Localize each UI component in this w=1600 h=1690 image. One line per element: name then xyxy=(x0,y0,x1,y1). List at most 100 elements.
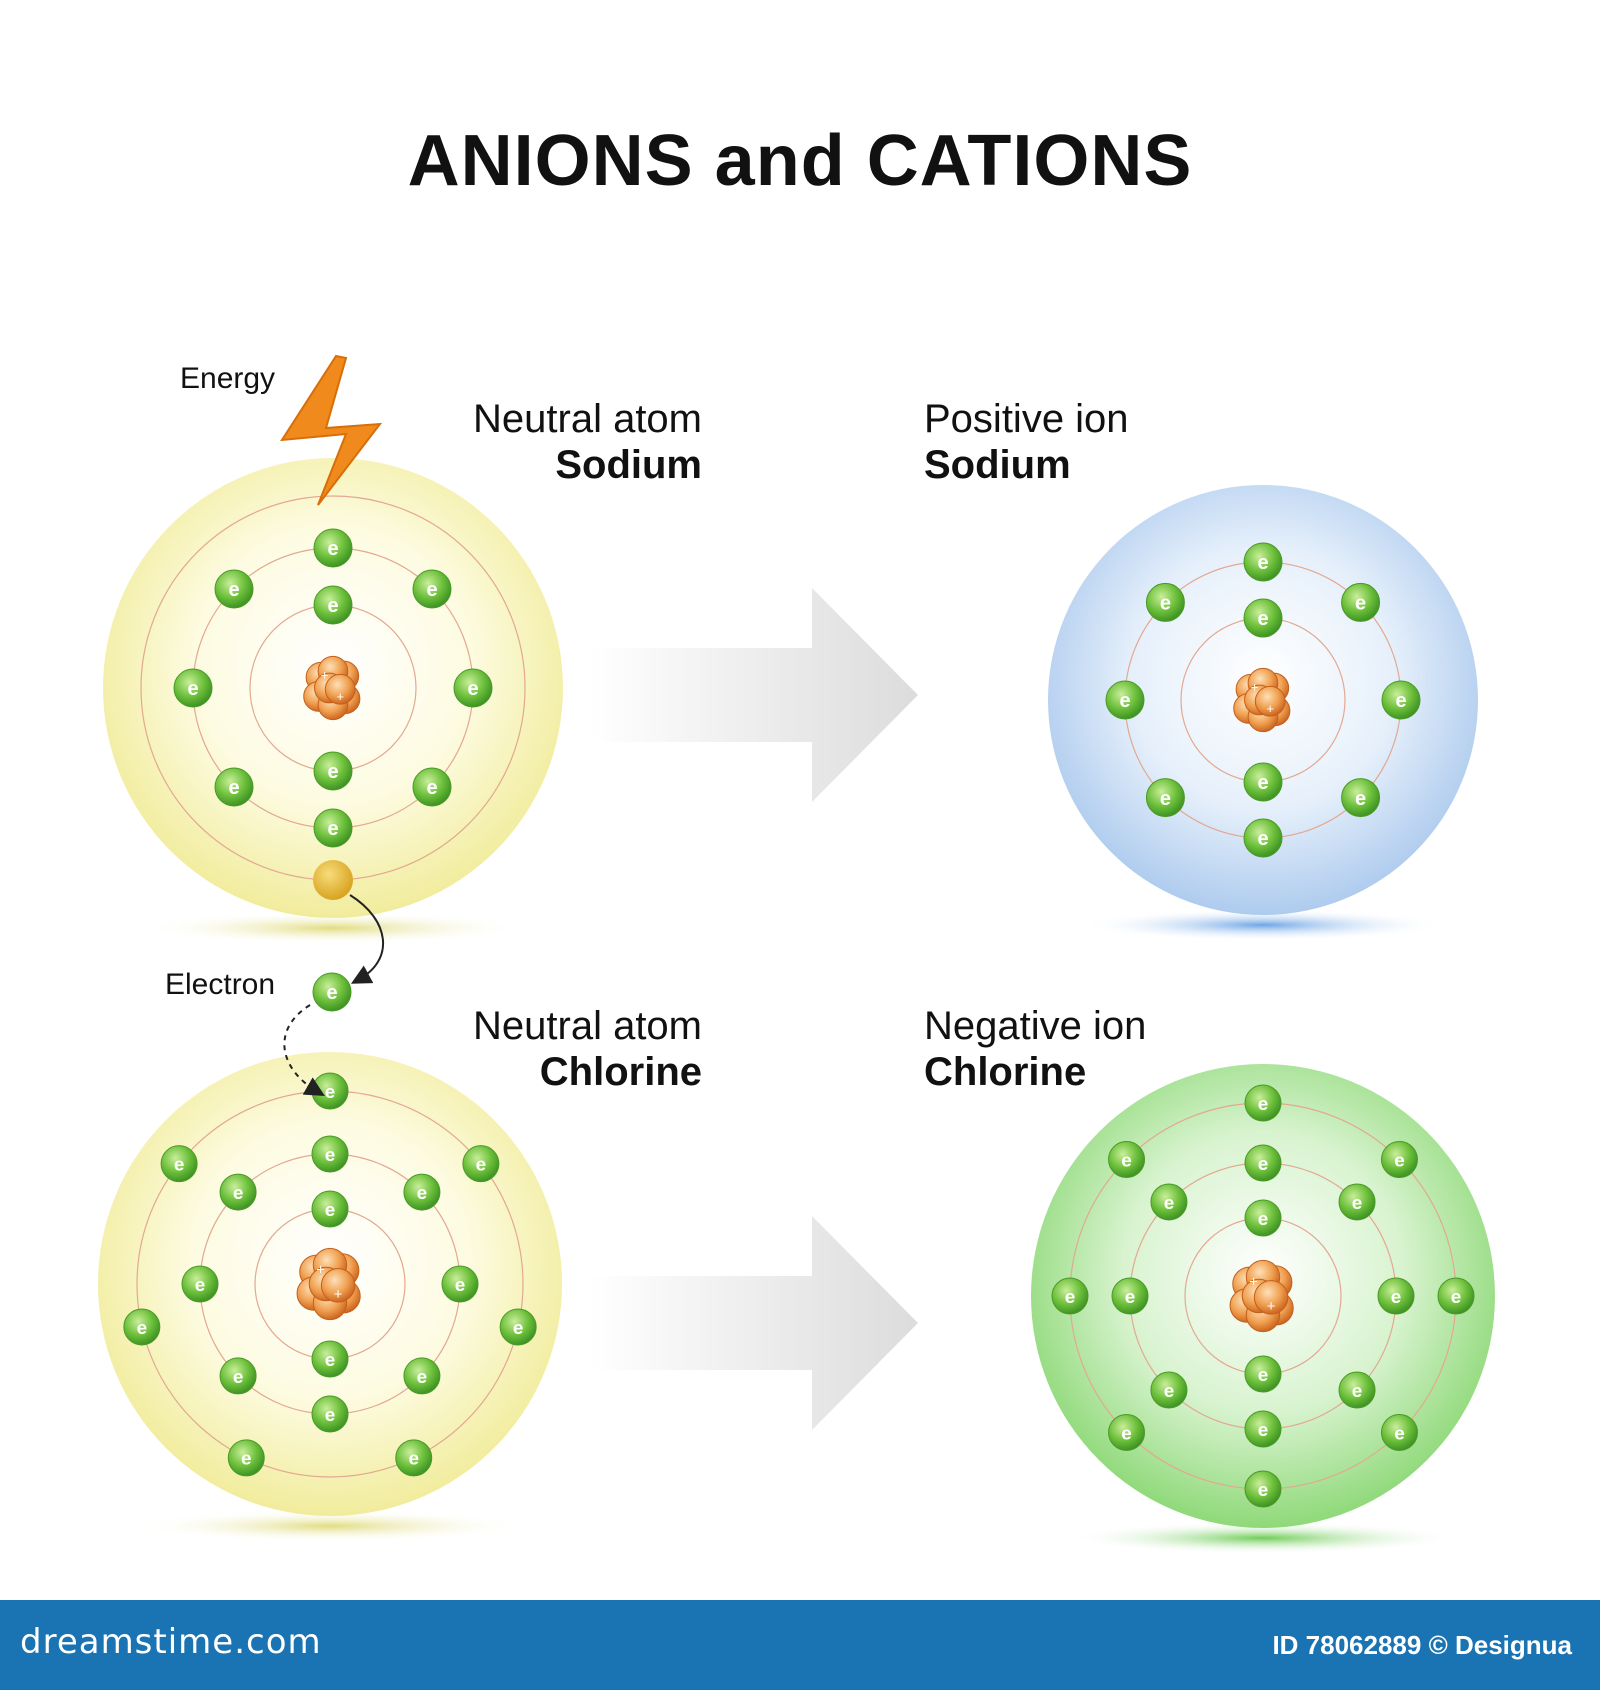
svg-text:e: e xyxy=(325,1200,336,1221)
svg-text:e: e xyxy=(1121,1423,1132,1444)
svg-text:e: e xyxy=(327,761,338,783)
electron-particle: e xyxy=(219,1357,257,1395)
nucleus: ++ xyxy=(303,655,361,721)
svg-text:e: e xyxy=(408,1449,419,1470)
electron-particle: e xyxy=(412,767,452,807)
svg-text:e: e xyxy=(241,1449,252,1470)
electron-capture-path xyxy=(283,1004,325,1097)
chlorine-ion-label: Negative ion Chlorine xyxy=(924,1003,1324,1095)
electron-particle: e xyxy=(312,972,352,1012)
svg-text:e: e xyxy=(233,1367,244,1388)
svg-text:e: e xyxy=(325,1145,336,1166)
sodium-ion-element: Sodium xyxy=(924,443,1071,487)
electron-particle: e xyxy=(311,1395,349,1433)
svg-text:e: e xyxy=(1164,1193,1175,1214)
svg-text:+: + xyxy=(1266,701,1274,716)
chlorine-atom-label: Neutral atom Chlorine xyxy=(380,1003,702,1095)
electron-particle: e xyxy=(1150,1183,1188,1221)
electron-particle: e xyxy=(160,1145,198,1183)
nucleus: ++ xyxy=(296,1247,361,1321)
electron-particle: e xyxy=(313,528,353,568)
svg-text:+: + xyxy=(334,1287,343,1303)
svg-text:e: e xyxy=(1121,1150,1132,1171)
sodium-ion-state: Positive ion xyxy=(924,397,1129,441)
electron-particle: e xyxy=(181,1265,219,1303)
free-electron: e xyxy=(312,972,352,1012)
svg-text:e: e xyxy=(325,1082,336,1103)
svg-text:e: e xyxy=(1258,1420,1269,1441)
chlorine-ion-state: Negative ion xyxy=(924,1004,1147,1048)
svg-text:e: e xyxy=(1258,1480,1269,1501)
electron-particle: e xyxy=(311,1135,349,1173)
energy-label: Energy xyxy=(180,362,276,395)
electron-particle: e xyxy=(1243,818,1283,858)
brand-logo: dreamstime.com xyxy=(20,1622,322,1662)
svg-text:e: e xyxy=(195,1275,206,1296)
electron-particle: e xyxy=(123,1308,161,1346)
svg-text:e: e xyxy=(1164,1381,1175,1402)
electron-particle: e xyxy=(1145,582,1185,622)
electron-particle: e xyxy=(1380,1413,1418,1451)
sodium-atom-state: Neutral atom xyxy=(473,397,702,441)
electron-particle: e xyxy=(1145,778,1185,818)
svg-text:e: e xyxy=(513,1318,524,1339)
electron-particle: e xyxy=(1341,778,1381,818)
svg-text:e: e xyxy=(228,777,239,799)
chlorine-atom-state: Neutral atom xyxy=(473,1004,702,1048)
svg-text:e: e xyxy=(476,1155,487,1176)
svg-text:e: e xyxy=(325,1405,336,1426)
electron-particle: e xyxy=(1244,1144,1282,1182)
svg-text:+: + xyxy=(321,668,329,683)
electron-particle: e xyxy=(412,569,452,609)
svg-text:e: e xyxy=(1119,690,1130,712)
svg-text:e: e xyxy=(1355,788,1366,810)
svg-text:e: e xyxy=(1352,1193,1363,1214)
svg-text:e: e xyxy=(1257,772,1268,794)
electron-particle: e xyxy=(462,1145,500,1183)
electron-particle: e xyxy=(1244,1410,1282,1448)
svg-text:e: e xyxy=(1451,1287,1462,1308)
svg-text:+: + xyxy=(316,1263,325,1279)
svg-text:e: e xyxy=(327,818,338,840)
arrow-sodium xyxy=(590,588,918,802)
svg-text:e: e xyxy=(325,1350,336,1371)
svg-text:e: e xyxy=(417,1183,428,1204)
svg-text:e: e xyxy=(417,1367,428,1388)
svg-text:e: e xyxy=(228,579,239,601)
electron-particle: e xyxy=(313,585,353,625)
electron-particle: e xyxy=(1108,1413,1146,1451)
electron-particle: e xyxy=(214,767,254,807)
electron-particle: e xyxy=(1244,1470,1282,1508)
svg-text:e: e xyxy=(174,1155,185,1176)
electron-particle: e xyxy=(1150,1371,1188,1409)
sodium-ion-label: Positive ion Sodium xyxy=(924,396,1324,488)
svg-text:e: e xyxy=(233,1183,244,1204)
electron-particle: e xyxy=(1244,1355,1282,1393)
svg-text:e: e xyxy=(327,595,338,617)
svg-text:e: e xyxy=(1258,1094,1269,1115)
electron-particle: e xyxy=(499,1308,537,1346)
energy-bolt-icon xyxy=(280,354,383,506)
svg-text:e: e xyxy=(1160,788,1171,810)
svg-text:e: e xyxy=(1395,690,1406,712)
svg-text:+: + xyxy=(1267,1299,1276,1315)
electron-particle: e xyxy=(214,569,254,609)
electron-particle: e xyxy=(1108,1141,1146,1179)
page-title: ANIONS and CATIONS xyxy=(407,121,1193,201)
electron-particle: e xyxy=(1338,1371,1376,1409)
electron-particle: e xyxy=(227,1439,265,1477)
svg-text:+: + xyxy=(336,689,344,704)
sodium-atom-label: Neutral atom Sodium xyxy=(380,396,702,488)
electron-transfer-path xyxy=(349,894,384,984)
electron-particle: e xyxy=(1341,582,1381,622)
footer-bar: dreamstime.com ID 78062889 © Designua xyxy=(0,1600,1600,1690)
chlorine-ion-element: Chlorine xyxy=(924,1050,1087,1094)
svg-text:e: e xyxy=(1257,608,1268,630)
svg-text:+: + xyxy=(1249,1275,1258,1291)
svg-text:e: e xyxy=(426,777,437,799)
electron-particle: e xyxy=(441,1265,479,1303)
svg-text:e: e xyxy=(187,678,198,700)
